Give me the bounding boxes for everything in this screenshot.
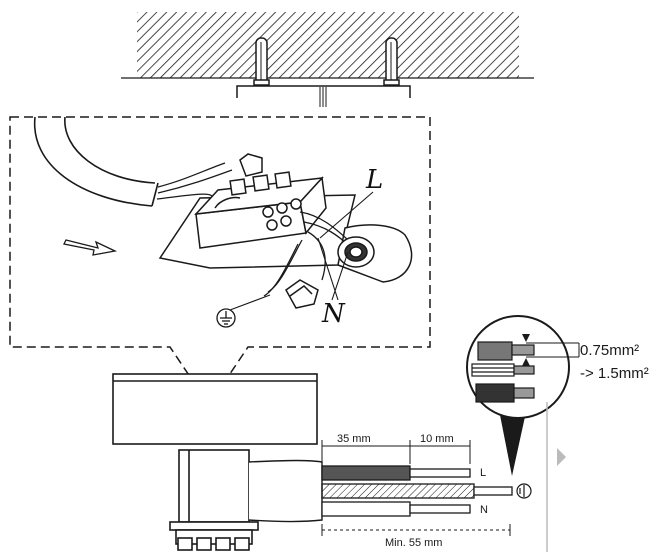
live-wire-label: L — [365, 165, 383, 195]
ceiling — [121, 12, 534, 79]
earth-ground-icon — [216, 308, 236, 328]
neutral-wire-label: N — [321, 299, 346, 329]
cable-stub — [319, 87, 327, 107]
jacket-strip-dimension: 35 mm — [337, 433, 371, 445]
cross-section-min: 0.75mm² — [580, 342, 639, 359]
supply-cable — [33, 116, 233, 207]
min-length-dimension: Min. 55 mm — [385, 537, 442, 549]
cross-section-max: -> 1.5mm² — [580, 365, 649, 382]
earth-clamp — [285, 279, 319, 309]
wire-end-neutral-label: N — [480, 504, 488, 516]
wire-end-live-label: L — [480, 467, 486, 479]
live-conductor — [409, 468, 471, 478]
label-leaders — [229, 191, 374, 311]
earth-conductor — [473, 486, 513, 496]
connected-wires — [263, 211, 351, 297]
terminal-block — [194, 153, 327, 249]
dimension-marks — [321, 440, 511, 536]
earth-wire — [321, 483, 475, 499]
cable-gland — [337, 236, 375, 268]
lamp-canopy — [112, 373, 318, 551]
direction-arrow-icon — [63, 239, 118, 256]
wall-anchor-right — [383, 37, 400, 86]
mounting-bracket — [236, 37, 411, 107]
stripped-wires — [321, 465, 513, 517]
live-wire — [321, 465, 411, 481]
side-indicator — [546, 402, 566, 552]
wall-anchor-left — [253, 37, 270, 86]
conductor-strip-dimension: 10 mm — [420, 433, 454, 445]
wire-section-magnifier — [466, 315, 580, 476]
outer-cable-jacket — [248, 459, 323, 523]
neutral-conductor — [409, 504, 471, 514]
neutral-wire — [321, 501, 411, 517]
earth-wire-icon — [516, 483, 532, 499]
